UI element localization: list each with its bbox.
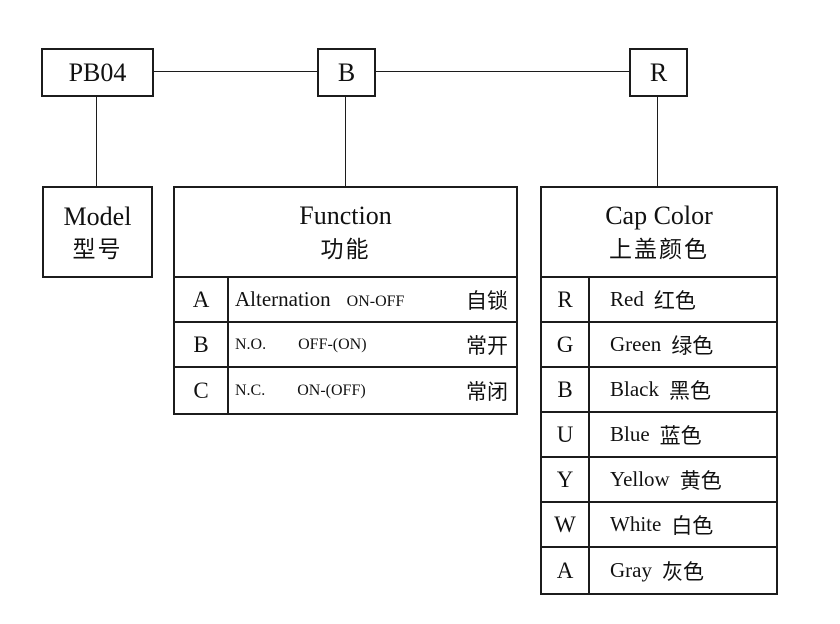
code-box-model: PB04 (41, 48, 154, 97)
cap-color-en: Gray (610, 558, 652, 582)
connector-r-to-capcolor (657, 97, 658, 186)
cap-color-code: G (542, 323, 590, 366)
function-table-header: Function 功能 (175, 188, 516, 278)
code-box-function-label: B (337, 57, 356, 87)
function-desc-en: Alternation (235, 287, 331, 311)
cap-color-zh: 红色 (653, 288, 696, 313)
function-desc-state: ON-(OFF) (297, 381, 366, 399)
function-desc-zh: 自锁 (466, 288, 508, 313)
cap-color-row-b: B Black 黑色 (542, 368, 776, 413)
function-row-a: A Alternation ON-OFF 自锁 (175, 278, 516, 323)
model-label-en: Model (63, 201, 132, 231)
function-desc-state: ON-OFF (346, 293, 405, 310)
function-code: B (175, 323, 229, 366)
cap-color-row-r: R Red 红色 (542, 278, 776, 323)
function-row-b: B N.O. OFF-(ON) 常开 (175, 323, 516, 368)
model-label-zh: 型号 (72, 237, 123, 263)
function-code: C (175, 368, 229, 413)
cap-color-row-a: A Gray 灰色 (542, 548, 776, 593)
cap-color-code: B (542, 368, 590, 411)
function-desc-en: N.C. (235, 381, 266, 399)
function-desc-en: N.O. (235, 335, 267, 353)
cap-color-code: Y (542, 458, 590, 501)
model-box: Model 型号 (42, 186, 153, 278)
cap-color-zh: 白色 (671, 513, 714, 538)
cap-color-zh: 灰色 (661, 559, 704, 584)
cap-color-zh: 黄色 (679, 468, 722, 493)
cap-color-row-y: Y Yellow 黄色 (542, 458, 776, 503)
cap-color-zh: 绿色 (671, 333, 714, 358)
cap-color-table-header: Cap Color 上盖颜色 (542, 188, 776, 278)
cap-color-header-en: Cap Color (605, 200, 713, 230)
cap-color-code: R (542, 278, 590, 321)
cap-color-code: W (542, 503, 590, 546)
connector-pb04-to-b (154, 71, 317, 72)
function-row-c: C N.C. ON-(OFF) 常闭 (175, 368, 516, 413)
cap-color-row-u: U Blue 蓝色 (542, 413, 776, 458)
cap-color-code: U (542, 413, 590, 456)
code-box-capcolor: R (629, 48, 688, 97)
connector-b-to-r (376, 71, 629, 72)
cap-color-zh: 黑色 (668, 378, 711, 403)
function-header-zh: 功能 (320, 237, 371, 263)
cap-color-code: A (542, 548, 590, 593)
cap-color-en: Yellow (610, 467, 670, 491)
cap-color-zh: 蓝色 (659, 423, 702, 448)
function-table: Function 功能 A Alternation ON-OFF 自锁 B N.O… (173, 186, 518, 415)
function-header-en: Function (299, 200, 392, 230)
function-desc-zh: 常闭 (466, 379, 508, 404)
cap-color-table: Cap Color 上盖颜色 R Red 红色 G Green 绿色 B Black… (540, 186, 778, 595)
function-desc-state: OFF-(ON) (298, 335, 367, 353)
connector-pb04-to-model (96, 97, 97, 186)
function-desc-zh: 常开 (466, 333, 508, 358)
cap-color-en: Green (610, 332, 662, 356)
cap-color-en: Black (610, 377, 659, 401)
cap-color-row-g: G Green 绿色 (542, 323, 776, 368)
cap-color-header-zh: 上盖颜色 (609, 237, 709, 263)
function-code: A (175, 278, 229, 321)
cap-color-row-w: W White 白色 (542, 503, 776, 548)
code-box-function: B (317, 48, 376, 97)
cap-color-en: Red (610, 287, 644, 311)
code-box-capcolor-label: R (649, 57, 668, 87)
cap-color-en: White (610, 512, 662, 536)
cap-color-en: Blue (610, 422, 650, 446)
connector-b-to-function (345, 97, 346, 186)
code-box-model-label: PB04 (68, 57, 127, 87)
